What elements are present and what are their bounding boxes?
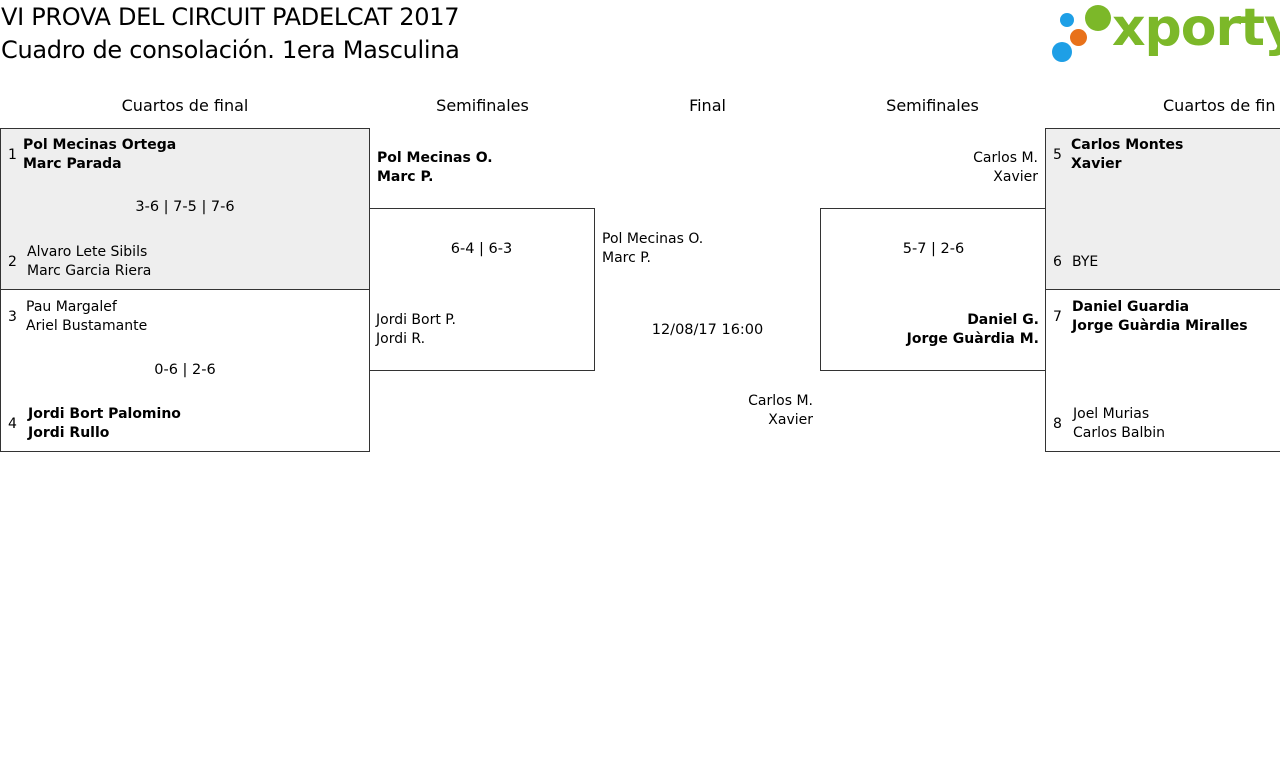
player-name: Alvaro Lete Sibils bbox=[27, 244, 148, 260]
player-name: Jordi Bort Palomino bbox=[28, 406, 181, 422]
player-name: Joel Murias bbox=[1073, 406, 1150, 422]
logo-dot-blue-large bbox=[1052, 42, 1072, 62]
player-name: Xavier bbox=[1071, 156, 1122, 172]
player-name: Jorge Guàrdia Miralles bbox=[1072, 318, 1248, 334]
match-score: 5-7 | 2-6 bbox=[902, 241, 965, 257]
player-name: Marc Parada bbox=[23, 156, 122, 172]
player-name: Pol Mecinas O. bbox=[377, 150, 493, 166]
seed-number: 6 bbox=[1053, 254, 1062, 270]
match-score: 6-4 | 6-3 bbox=[450, 241, 513, 257]
final-team-b: Carlos M. Xavier bbox=[595, 392, 813, 430]
player-name: Pol Mecinas O. bbox=[602, 231, 704, 247]
match-score: 3-6 | 7-5 | 7-6 bbox=[135, 199, 235, 215]
logo-dot-blue bbox=[1060, 13, 1074, 27]
round-header-left-sf: Semifinales bbox=[436, 96, 529, 115]
player-pair: Pau Margalef Ariel Bustamante bbox=[26, 298, 147, 336]
seed-number: 1 bbox=[8, 147, 17, 163]
seed-number: 8 bbox=[1053, 416, 1062, 432]
player-name: Marc P. bbox=[377, 169, 434, 185]
match-score: 0-6 | 2-6 bbox=[154, 362, 216, 378]
logo-dot-green bbox=[1085, 5, 1111, 31]
player-name-bye: BYE bbox=[1072, 254, 1099, 270]
round-header-left-qf: Cuartos de final bbox=[121, 96, 249, 115]
round-header-right-sf: Semifinales bbox=[886, 96, 979, 115]
player-name: Jordi Bort P. bbox=[376, 312, 457, 328]
seed-number: 5 bbox=[1053, 147, 1062, 163]
round-header-final: Final bbox=[689, 96, 726, 115]
player-name: Carlos M. bbox=[973, 150, 1038, 166]
right-sf-team-b: Daniel G. Jorge Guàrdia M. bbox=[821, 311, 1039, 349]
seed-number: 4 bbox=[8, 416, 17, 432]
player-name: Jordi Rullo bbox=[28, 425, 110, 441]
round-header-right-qf: Cuartos de fin bbox=[1163, 96, 1276, 115]
player-name: Daniel Guardia bbox=[1072, 299, 1190, 315]
final-team-a: Pol Mecinas O. Marc P. bbox=[602, 230, 703, 268]
player-name: Marc P. bbox=[602, 250, 651, 266]
page-title: VI PROVA DEL CIRCUIT PADELCAT 2017 bbox=[1, 3, 460, 31]
seed-number: 2 bbox=[8, 254, 17, 270]
player-name: Xavier bbox=[993, 169, 1038, 185]
player-name: Carlos M. bbox=[748, 393, 813, 409]
player-name: Jorge Guàrdia M. bbox=[906, 331, 1039, 347]
player-name: Carlos Montes bbox=[1071, 137, 1184, 153]
logo-dot-orange bbox=[1070, 29, 1087, 46]
left-sf-match[interactable]: 6-4 | 6-3 Jordi Bort P. Jordi R. bbox=[369, 208, 595, 371]
player-pair: Pol Mecinas Ortega Marc Parada bbox=[23, 136, 176, 174]
xporty-logo[interactable]: xporty bbox=[1050, 0, 1280, 66]
player-pair: Joel Murias Carlos Balbin bbox=[1073, 405, 1165, 443]
right-sf-team-a: Carlos M. Xavier bbox=[820, 149, 1038, 187]
player-pair: Daniel Guardia Jorge Guàrdia Miralles bbox=[1072, 298, 1248, 336]
seed-number: 7 bbox=[1053, 309, 1062, 325]
seed-number: 3 bbox=[8, 309, 17, 325]
player-name: Carlos Balbin bbox=[1073, 425, 1166, 441]
player-name: Marc Garcia Riera bbox=[27, 263, 152, 279]
logo-text: xporty bbox=[1112, 0, 1280, 58]
final-datetime: 12/08/17 16:00 bbox=[651, 322, 764, 338]
player-name: Ariel Bustamante bbox=[26, 318, 148, 334]
left-sf-team-a: Pol Mecinas O. Marc P. bbox=[377, 149, 493, 187]
player-pair: Alvaro Lete Sibils Marc Garcia Riera bbox=[27, 243, 151, 281]
left-sf-team-b: Jordi Bort P. Jordi R. bbox=[376, 311, 456, 349]
right-qf-match-2[interactable]: 7 Daniel Guardia Jorge Guàrdia Miralles … bbox=[1045, 289, 1280, 452]
page-subtitle: Cuadro de consolación. 1era Masculina bbox=[1, 36, 460, 64]
player-name: Pau Margalef bbox=[26, 299, 117, 315]
right-qf-match-1[interactable]: 5 Carlos Montes Xavier 6 BYE bbox=[1045, 128, 1280, 290]
player-name: Daniel G. bbox=[967, 312, 1039, 328]
player-pair: Jordi Bort Palomino Jordi Rullo bbox=[28, 405, 181, 443]
player-name: Pol Mecinas Ortega bbox=[23, 137, 177, 153]
right-sf-match[interactable]: 5-7 | 2-6 Daniel G. Jorge Guàrdia M. bbox=[820, 208, 1046, 371]
player-name: Xavier bbox=[768, 412, 813, 428]
player-name: Jordi R. bbox=[376, 331, 426, 347]
player-pair: Carlos Montes Xavier bbox=[1071, 136, 1183, 174]
left-qf-match-2[interactable]: 3 Pau Margalef Ariel Bustamante 0-6 | 2-… bbox=[0, 289, 370, 452]
left-qf-match-1[interactable]: 1 Pol Mecinas Ortega Marc Parada 3-6 | 7… bbox=[0, 128, 370, 290]
